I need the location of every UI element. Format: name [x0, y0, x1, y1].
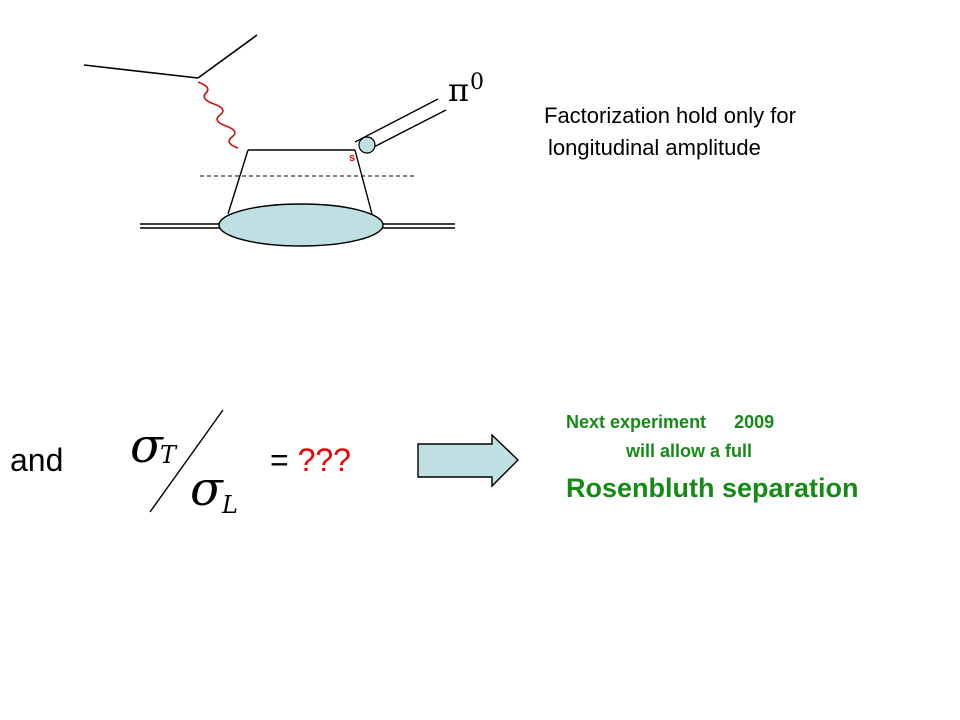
question-marks: ??? [297, 442, 351, 478]
pion-line-lower [363, 109, 447, 153]
s-label: s [349, 152, 355, 164]
sigma-l-subscript: L [221, 491, 238, 519]
sigma-t-symbol: σ [130, 418, 164, 474]
ratio-slash [149, 409, 224, 513]
will-allow-line: will allow a full [626, 441, 753, 461]
factorization-line-1: Factorization hold only for [544, 103, 796, 128]
year-label: 2009 [734, 412, 775, 432]
gpd-blob [218, 203, 384, 247]
equals-expression: = ??? [270, 442, 351, 479]
rosenbluth-label: Rosenbluth separation [566, 473, 859, 503]
factorization-line-2: longitudinal amplitude [548, 135, 761, 160]
quark-out-line [354, 149, 373, 215]
electron-in-line [83, 64, 199, 79]
next-experiment-line: Next experiment 2009 [566, 412, 774, 433]
equals-sign: = [270, 442, 289, 478]
pion-line-upper [354, 98, 439, 143]
pion-label: π [448, 71, 469, 109]
pion-vertex-blob [358, 136, 376, 154]
pion-charge-label: 0 [470, 70, 484, 95]
electron-out-line [197, 34, 258, 79]
sigma-l-symbol: σ [190, 461, 224, 517]
and-label: and [10, 442, 64, 478]
virtual-photon-wave [197, 81, 239, 149]
quark-in-line [227, 149, 249, 215]
sigma-t-subscript: T [160, 441, 178, 469]
next-experiment-label: Next experiment [566, 412, 707, 432]
right-arrow-icon [417, 433, 519, 488]
